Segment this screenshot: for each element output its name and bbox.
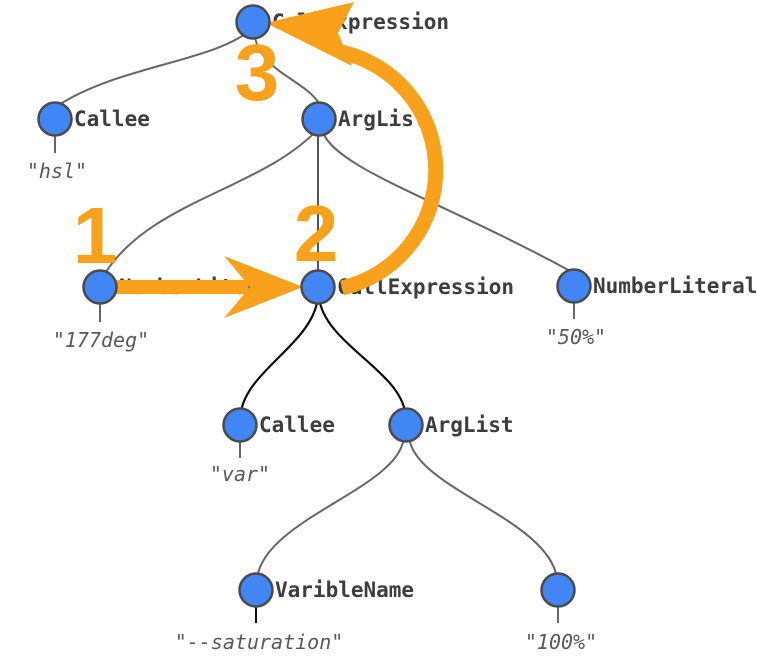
edge-callexpression2-to-arglist2 bbox=[318, 302, 407, 413]
label-callee-hsl: Callee bbox=[74, 107, 150, 131]
step-1-number: 1 bbox=[73, 191, 118, 280]
arrow-2-3-head-icon bbox=[266, 2, 354, 66]
step-3-number: 3 bbox=[235, 28, 280, 117]
arrow-step1-to-step2 bbox=[106, 256, 303, 318]
step-2-number: 2 bbox=[294, 189, 339, 278]
traversal-annotations: 1 2 3 bbox=[73, 2, 444, 318]
node-root-callexpression bbox=[235, 4, 271, 40]
leaf-stubs bbox=[54, 136, 575, 623]
value-177deg: "177deg" bbox=[53, 328, 149, 352]
node-callee-hsl bbox=[37, 101, 73, 137]
node-arglist-inner bbox=[388, 407, 424, 443]
label-callee-var: Callee bbox=[259, 413, 335, 437]
node-numberliteral-right bbox=[556, 268, 592, 304]
arrow-2-3-shaft bbox=[339, 44, 444, 296]
edge-arglist2-to-leaf100 bbox=[409, 441, 558, 579]
arrow-1-2-head-icon bbox=[224, 256, 303, 318]
node-numberliteral-left bbox=[82, 269, 118, 305]
edge-callexpression2-to-callee2 bbox=[239, 302, 319, 413]
arrow-step2-to-root bbox=[266, 2, 444, 296]
value-var: "var" bbox=[210, 462, 270, 486]
node-leaf-100 bbox=[540, 572, 576, 608]
edge-root-to-arglist bbox=[253, 29, 320, 104]
node-callexpression-inner bbox=[300, 269, 336, 305]
edge-root-to-callee bbox=[56, 27, 254, 107]
label-numberliteral-right: NumberLiteral bbox=[593, 274, 757, 298]
tree-edges-dark bbox=[239, 302, 407, 413]
node-variblename bbox=[238, 572, 274, 608]
node-arglist-outer bbox=[301, 101, 337, 137]
leaf-values: "hsl" "177deg" "50%" "var" "--saturation… bbox=[27, 159, 606, 654]
value-hsl: "hsl" bbox=[27, 159, 87, 183]
label-arglist-inner: ArgList bbox=[425, 413, 514, 437]
edge-arglist-to-numberliteral-left bbox=[103, 127, 320, 276]
value-saturation: "--saturation" bbox=[175, 630, 344, 654]
edge-arglist2-to-variblename bbox=[256, 441, 404, 579]
edge-arglist-to-numberliteral-right bbox=[322, 131, 573, 273]
node-callee-var bbox=[222, 407, 258, 443]
label-variblename: VaribleName bbox=[275, 578, 414, 602]
tree-edges bbox=[56, 27, 573, 579]
value-100-percent: "100%" bbox=[525, 630, 597, 654]
value-50-percent: "50%" bbox=[546, 325, 606, 349]
node-circles bbox=[37, 4, 592, 608]
